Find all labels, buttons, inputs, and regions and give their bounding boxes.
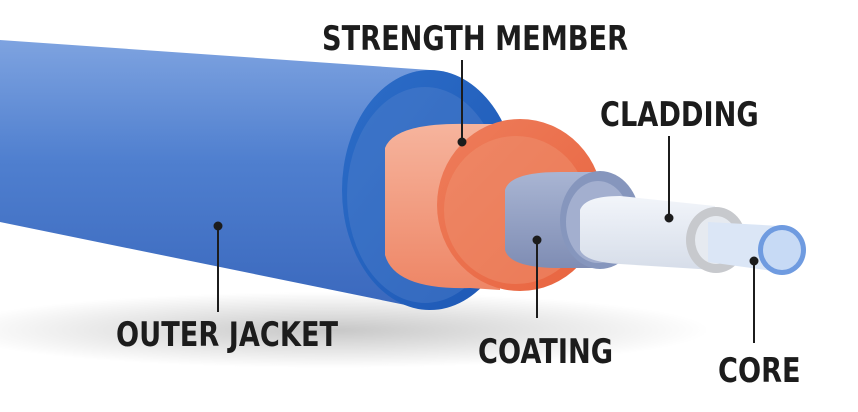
cable-shadow	[0, 292, 710, 368]
core-face	[763, 230, 801, 270]
core-leader-dot	[749, 256, 759, 266]
cladding-body	[580, 196, 715, 270]
cladding-leader-dot	[664, 213, 674, 223]
outer-jacket-body	[0, 40, 430, 310]
coating-label: COATING	[478, 332, 614, 372]
coating-leader-dot	[532, 235, 542, 245]
strength-member-label: STRENGTH MEMBER	[322, 19, 629, 59]
strength-member-leader-dot	[457, 137, 467, 147]
core-label: CORE	[718, 351, 801, 391]
outer-jacket-leader-dot	[213, 221, 223, 231]
cladding-label: CLADDING	[600, 95, 759, 135]
outer-jacket-label: OUTER JACKET	[116, 315, 339, 355]
